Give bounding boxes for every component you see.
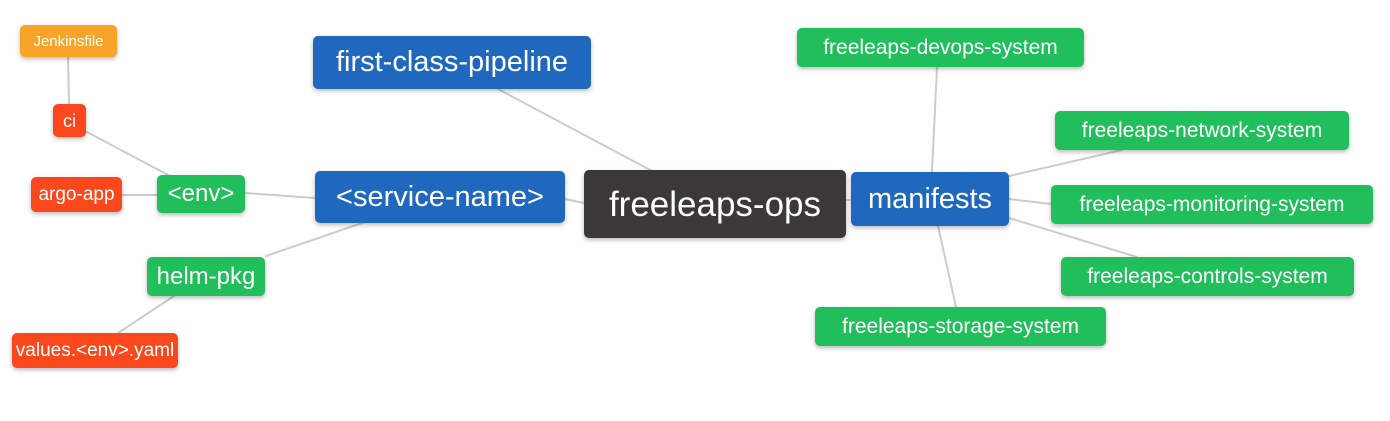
node-jenkinsfile[interactable]: Jenkinsfile: [20, 25, 117, 57]
node-storage-system[interactable]: freeleaps-storage-system: [815, 307, 1106, 346]
node-helm-pkg[interactable]: helm-pkg: [147, 257, 265, 296]
node-values-env-yaml[interactable]: values.<env>.yaml: [12, 333, 178, 368]
node-controls-system[interactable]: freeleaps-controls-system: [1061, 257, 1354, 296]
node-monitoring-system[interactable]: freeleaps-monitoring-system: [1051, 185, 1373, 224]
node-freeleaps-ops[interactable]: freeleaps-ops: [584, 170, 846, 238]
node-argo-app[interactable]: argo-app: [31, 177, 122, 212]
node-first-class-pipeline[interactable]: first-class-pipeline: [313, 36, 591, 89]
node-env[interactable]: <env>: [157, 175, 245, 213]
node-devops-system[interactable]: freeleaps-devops-system: [797, 28, 1084, 67]
node-manifests[interactable]: manifests: [851, 172, 1009, 226]
node-network-system[interactable]: freeleaps-network-system: [1055, 111, 1349, 150]
node-ci[interactable]: ci: [53, 104, 86, 137]
node-service-name[interactable]: <service-name>: [315, 171, 565, 223]
